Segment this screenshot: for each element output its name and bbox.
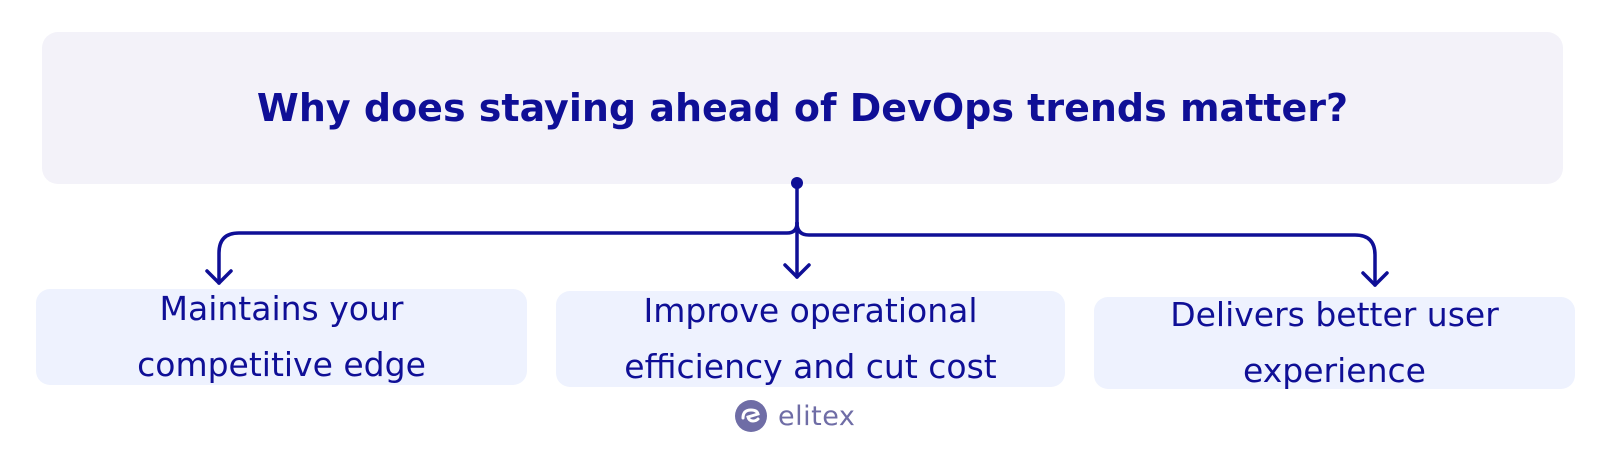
connector-right-branch [795, 221, 1377, 287]
brand-name: elitex [778, 400, 856, 432]
benefit-box-operational-efficiency: Improve operational efficiency and cut c… [556, 291, 1065, 387]
question-title: Why does staying ahead of DevOps trends … [256, 86, 1349, 130]
benefit-text-line: Delivers better user [1170, 295, 1499, 334]
benefit-text-line: efficiency and cut cost [624, 347, 997, 386]
benefit-text-line: experience [1243, 351, 1426, 390]
benefit-box-competitive-edge: Maintains your competitive edge [36, 289, 527, 385]
arrowhead-middle [783, 263, 811, 279]
elitex-logo-icon [735, 400, 767, 432]
brand-logo: elitex [734, 398, 855, 434]
benefit-box-user-experience: Delivers better user experience [1094, 295, 1575, 390]
connector-left-branch [217, 221, 799, 285]
benefit-text-line: Maintains your [159, 289, 404, 328]
arrowhead-left [205, 269, 233, 285]
benefit-text-line: Improve operational [643, 291, 978, 330]
arrowhead-right [1361, 271, 1389, 287]
question-box: Why does staying ahead of DevOps trends … [42, 32, 1563, 184]
branch-connector [205, 177, 1389, 287]
benefit-text-line: competitive edge [137, 345, 426, 384]
